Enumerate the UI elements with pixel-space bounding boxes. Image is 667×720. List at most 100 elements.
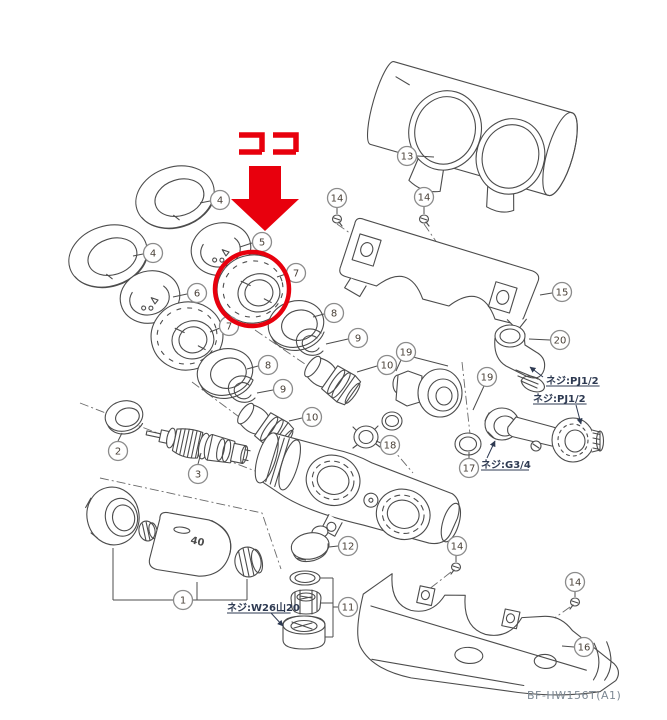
callout-leader — [246, 365, 259, 370]
callout-balloon-8 — [323, 302, 345, 324]
part-4-handle — [68, 224, 149, 289]
callout-leader — [256, 389, 274, 394]
part-18-check-valve — [352, 411, 403, 449]
callout-number-2: 2 — [115, 447, 121, 458]
callout-leaders — [117, 155, 576, 648]
callout-leader — [325, 338, 349, 345]
callout-leader — [412, 356, 449, 367]
callout-number-10: 10 — [381, 361, 394, 372]
callout-balloon-11 — [337, 596, 359, 618]
callout-leader — [239, 242, 253, 248]
thread-label-arrow — [486, 440, 496, 459]
part-1-handle-assembly — [85, 486, 264, 578]
callout-number-17: 17 — [463, 464, 476, 475]
thread-label: ネジ:PJ1/2 — [546, 375, 599, 387]
callout-balloon-4 — [142, 242, 164, 264]
callout-number-9: 9 — [280, 385, 286, 396]
callout-number-1: 1 — [180, 596, 186, 607]
callout-number-19: 19 — [481, 373, 494, 384]
callout-balloon-8 — [257, 354, 279, 376]
callout-number-13: 13 — [401, 152, 414, 163]
thread-size-labels: ネジ:PJ1/2 ネジ:PJ1/2 ネジ:G3/4 ネジ:W26山20 — [227, 366, 600, 627]
callout-balloon-14 — [564, 571, 586, 593]
callout-number-8: 8 — [331, 309, 337, 320]
here-arrow-icon — [231, 166, 299, 231]
callout-leader — [561, 645, 575, 648]
callout-leader — [539, 292, 553, 296]
part-7-adjust-ring — [150, 301, 224, 371]
callout-leader — [395, 359, 402, 372]
callout-leader — [172, 293, 188, 298]
part-10-spindle — [304, 355, 362, 406]
callout-number-14: 14 — [418, 193, 431, 204]
callout-balloon-10 — [301, 406, 323, 428]
part-15-bracket — [339, 217, 540, 331]
callout-number-16: 16 — [578, 643, 591, 654]
callout-balloon-20 — [549, 329, 571, 351]
callout-leader — [312, 313, 325, 318]
part-12-cap — [290, 525, 330, 563]
callout-leader — [132, 253, 144, 257]
part-19-union — [392, 368, 463, 418]
model-number: BF-HW156T(A1) — [527, 689, 621, 702]
thread-label-arrow — [529, 366, 544, 378]
callout-number-20: 20 — [554, 336, 567, 347]
part-14-screw — [450, 562, 462, 575]
callout-leader — [288, 417, 303, 422]
callout-number-14: 14 — [331, 194, 344, 205]
thread-label-arrow — [270, 612, 284, 627]
callout-balloon-13 — [396, 145, 418, 167]
callout-balloon-4 — [209, 189, 231, 211]
here-text — [239, 132, 299, 155]
callout-number-7: 7 — [226, 322, 232, 333]
callout-number-3: 3 — [195, 470, 201, 481]
callout-number-4: 4 — [217, 196, 223, 207]
callout-number-14: 14 — [451, 542, 464, 553]
callout-number-10: 10 — [306, 413, 319, 424]
callout-balloon-6 — [186, 282, 208, 304]
callout-number-19: 19 — [400, 348, 413, 359]
callout-balloon-19 — [476, 366, 498, 388]
callout-balloon-12 — [337, 535, 359, 557]
callout-leader — [416, 155, 435, 158]
thread-label-arrow — [575, 404, 583, 425]
callout-number-15: 15 — [556, 288, 569, 299]
callout-leader — [472, 385, 485, 411]
callout-number-14: 14 — [569, 578, 582, 589]
part-13-top-cover — [366, 61, 578, 213]
thread-label: ネジ:PJ1/2 — [533, 393, 586, 405]
callout-balloon-2 — [107, 440, 129, 462]
part-3-cartridge — [145, 427, 251, 464]
thread-label: ネジ:W26山20 — [227, 601, 300, 614]
callout-balloon-9 — [347, 327, 369, 349]
callout-number-5: 5 — [259, 238, 265, 249]
part-14-screw — [418, 214, 430, 227]
callout-number-12: 12 — [342, 542, 355, 553]
callout-balloon-1 — [172, 589, 194, 611]
part-19-union — [484, 407, 605, 463]
part-20-elbow — [494, 324, 546, 393]
callout-balloon-9 — [272, 378, 294, 400]
callout-leader — [328, 545, 339, 548]
part-2-ring — [104, 400, 144, 435]
part-7-adjust-ring — [216, 254, 290, 324]
here-annotation — [212, 132, 299, 329]
part-9-snap-ring — [227, 375, 256, 403]
callout-balloon-14 — [326, 187, 348, 209]
part-16-bottom-cover — [357, 573, 619, 696]
thread-label: ネジ:G3/4 — [481, 459, 531, 471]
callout-number-18: 18 — [384, 441, 397, 452]
callout-balloon-3 — [187, 463, 209, 485]
callout-leader — [528, 338, 551, 341]
callout-number-9: 9 — [355, 334, 361, 345]
highlight-circle — [212, 249, 292, 329]
callout-balloon-16 — [573, 636, 595, 658]
callout-leader — [356, 365, 378, 373]
part-17-washer — [454, 432, 482, 456]
callout-balloon-18 — [379, 434, 401, 456]
callout-leader — [209, 327, 221, 333]
part-14-screw — [331, 214, 343, 227]
part-9-snap-ring — [295, 328, 324, 356]
callout-number-8: 8 — [265, 361, 271, 372]
